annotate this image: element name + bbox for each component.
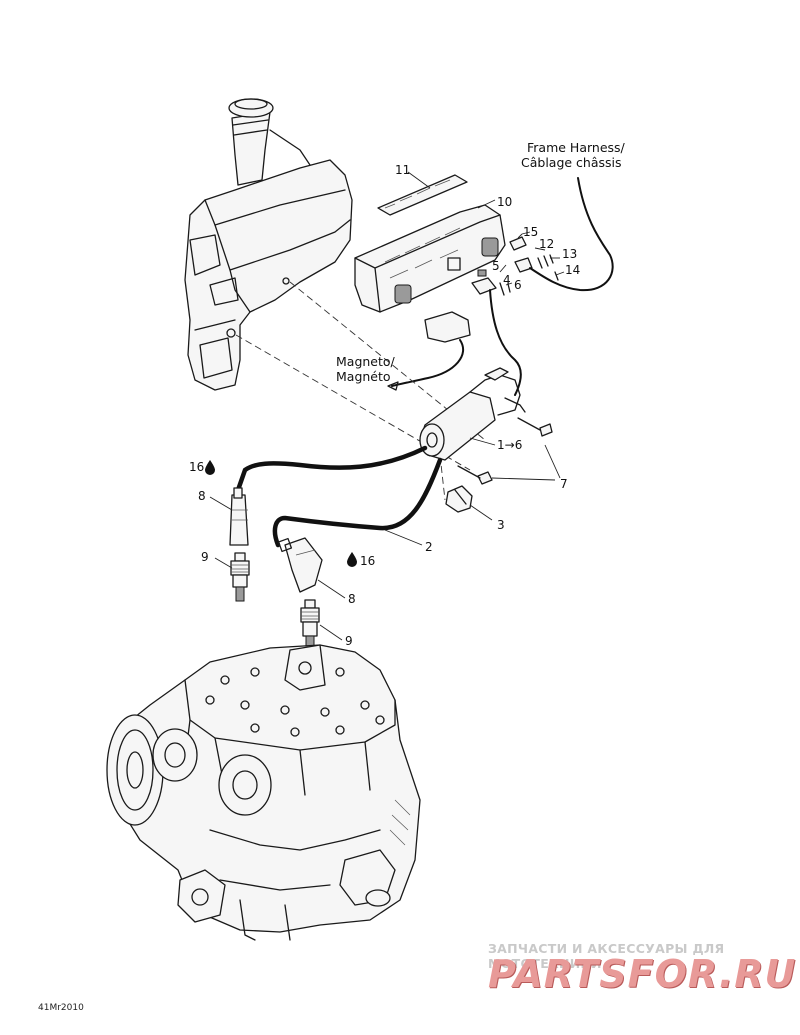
magneto-label-fr: Magnéto: [336, 369, 391, 384]
callout-3: 3: [497, 518, 505, 532]
callout-6: 6: [514, 278, 522, 292]
watermark-brand: PARTSFOR.RU: [488, 952, 797, 996]
callout-9-left: 9: [201, 550, 209, 564]
engine-assembly: [106, 644, 421, 941]
callout-5: 5: [492, 259, 500, 273]
cdi-module-part-10: [354, 199, 506, 313]
callout-1-6: 1→6: [497, 438, 522, 452]
callout-15: 15: [523, 225, 538, 239]
callout-12: 12: [539, 237, 554, 251]
clip-part-3: [445, 485, 473, 513]
leader-lines: [209, 233, 565, 641]
callout-14: 14: [565, 263, 580, 277]
ignition-coil-part-1-6: [419, 367, 553, 485]
callout-13: 13: [562, 247, 577, 261]
callout-16-left: 16: [189, 460, 204, 474]
callout-11: 11: [395, 163, 410, 177]
callout-4: 4: [503, 273, 511, 287]
oil-tank: [184, 98, 353, 391]
callout-9-right: 9: [345, 634, 353, 648]
callout-16-right: 16: [360, 554, 375, 568]
magneto-wire: [387, 311, 471, 391]
drop-icon: [205, 460, 215, 475]
frame-harness-label: Frame Harness/: [527, 140, 626, 155]
spark-plug-right: [300, 599, 320, 649]
callout-8-right: 8: [348, 592, 356, 606]
callout-10: 10: [497, 195, 512, 209]
frame-harness-label-fr: Câblage châssis: [521, 155, 622, 170]
connector-parts: [471, 231, 559, 296]
callout-2: 2: [425, 540, 433, 554]
high-tension-wires-part-2: [235, 445, 443, 548]
callout-7: 7: [560, 477, 568, 491]
spark-plug-cap-right: [277, 537, 323, 593]
decal-part-11: [377, 171, 468, 216]
spark-plug-left: [230, 552, 250, 602]
frame-harness-wire: [489, 177, 614, 396]
watermark-tagline: ЗАПЧАСТИ И АКСЕССУАРЫ ДЛЯ МОТОТЕХНИКИ: [488, 941, 725, 971]
spark-plug-cap-left: [229, 487, 249, 546]
callout-8-left: 8: [198, 489, 206, 503]
magneto-label: Magneto/: [336, 354, 396, 369]
drawing-code: 41Mr2010: [38, 1003, 84, 1013]
drop-icon: [347, 552, 357, 567]
